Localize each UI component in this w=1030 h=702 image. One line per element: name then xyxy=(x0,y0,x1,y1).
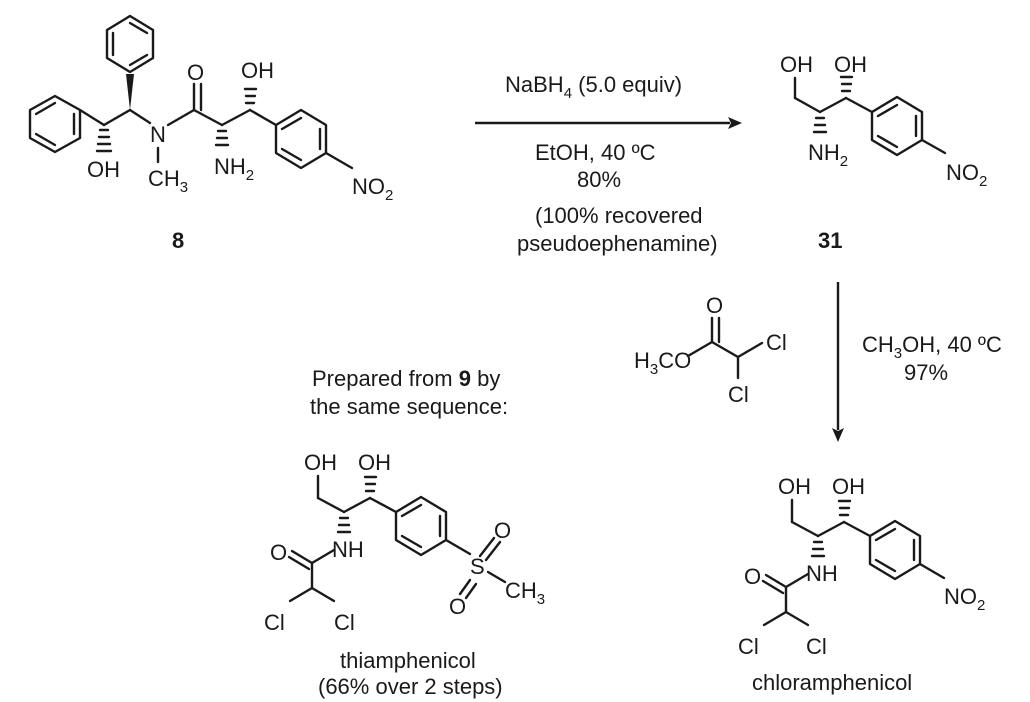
atom-ch3: CH3 xyxy=(505,578,545,608)
atom-cl: Cl xyxy=(738,634,759,659)
atom-o: O xyxy=(744,564,761,589)
step1-conditions: EtOH, 40 ºC xyxy=(535,140,656,165)
thiamphenicol-structure: OH NH O Cl Cl OH S O xyxy=(264,450,545,635)
atom-nh: NH xyxy=(332,537,364,562)
hashed-bond xyxy=(95,128,113,153)
atom-nh: NH xyxy=(806,561,838,586)
compound-31-label: 31 xyxy=(818,228,842,253)
atom-oh: OH xyxy=(241,58,274,83)
hashed-bond xyxy=(363,475,378,493)
compound-8-structure: OH N CH3 O NH2 xyxy=(28,14,393,204)
atom-no2: NO2 xyxy=(352,174,393,204)
hashed-bond xyxy=(839,75,854,93)
chloramphenicol-structure: OH NH O Cl Cl OH NO2 xyxy=(738,474,985,659)
atom-oh: OH xyxy=(832,474,865,499)
chloramphenicol-name: chloramphenicol xyxy=(752,670,912,695)
atom-nh2: NH2 xyxy=(214,154,254,184)
hashed-bond xyxy=(812,116,828,134)
atom-oh: OH xyxy=(778,474,811,499)
atom-n: N xyxy=(150,122,166,147)
note-line-1: Prepared from 9 by xyxy=(312,366,500,391)
step1-note-line1: (100% recovered xyxy=(535,203,703,228)
hashed-bond xyxy=(810,540,826,558)
atom-o: O xyxy=(270,540,287,565)
atom-oh: OH xyxy=(358,450,391,475)
atom-oh: OH xyxy=(87,157,120,182)
atom-h3co: H3CO xyxy=(634,348,691,378)
hashed-bond xyxy=(214,129,230,147)
step1-note-line2: pseudoephenamine) xyxy=(517,231,718,256)
atom-no2: NO2 xyxy=(944,584,985,614)
atom-cl: Cl xyxy=(766,330,787,355)
hashed-bond xyxy=(336,516,352,534)
reagent-nabh4: NaBH4 (5.0 equiv) xyxy=(505,72,682,102)
atom-s: S xyxy=(470,554,485,579)
atom-o: O xyxy=(706,293,723,318)
atom-o: O xyxy=(449,594,466,619)
atom-no2: NO2 xyxy=(946,160,987,190)
reaction-arrow-2 xyxy=(832,282,844,442)
atom-cl: Cl xyxy=(264,610,285,635)
wedge-bond xyxy=(126,74,134,110)
step1-yield: 80% xyxy=(577,167,621,192)
thiamphenicol-name: thiamphenicol xyxy=(340,648,476,673)
atom-o: O xyxy=(494,518,511,543)
atom-o: O xyxy=(187,60,204,85)
atom-nh2: NH2 xyxy=(808,140,848,170)
thiamphenicol-yield: (66% over 2 steps) xyxy=(318,674,503,699)
compound-8-label: 8 xyxy=(172,228,184,253)
atom-oh: OH xyxy=(304,450,337,475)
atom-cl: Cl xyxy=(334,610,355,635)
step2-conditions: CH3OH, 40 ºC xyxy=(862,332,1002,362)
note-line-2: the same sequence: xyxy=(310,394,508,419)
atom-cl: Cl xyxy=(728,382,749,407)
phenyl-ring-left xyxy=(28,94,82,154)
atom-oh: OH xyxy=(780,52,813,77)
compound-31-structure: OH NH2 OH NO2 xyxy=(780,52,987,190)
hashed-bond xyxy=(243,87,258,105)
atom-ch3: CH3 xyxy=(148,166,188,196)
phenyl-ring-top xyxy=(105,14,155,74)
atom-cl: Cl xyxy=(806,634,827,659)
methyl-dichloroacetate-structure: H3CO O Cl Cl xyxy=(634,293,787,407)
hashed-bond xyxy=(837,499,852,517)
reaction-arrow-1 xyxy=(475,117,742,129)
step2-yield: 97% xyxy=(904,360,948,385)
atom-oh: OH xyxy=(834,52,867,77)
